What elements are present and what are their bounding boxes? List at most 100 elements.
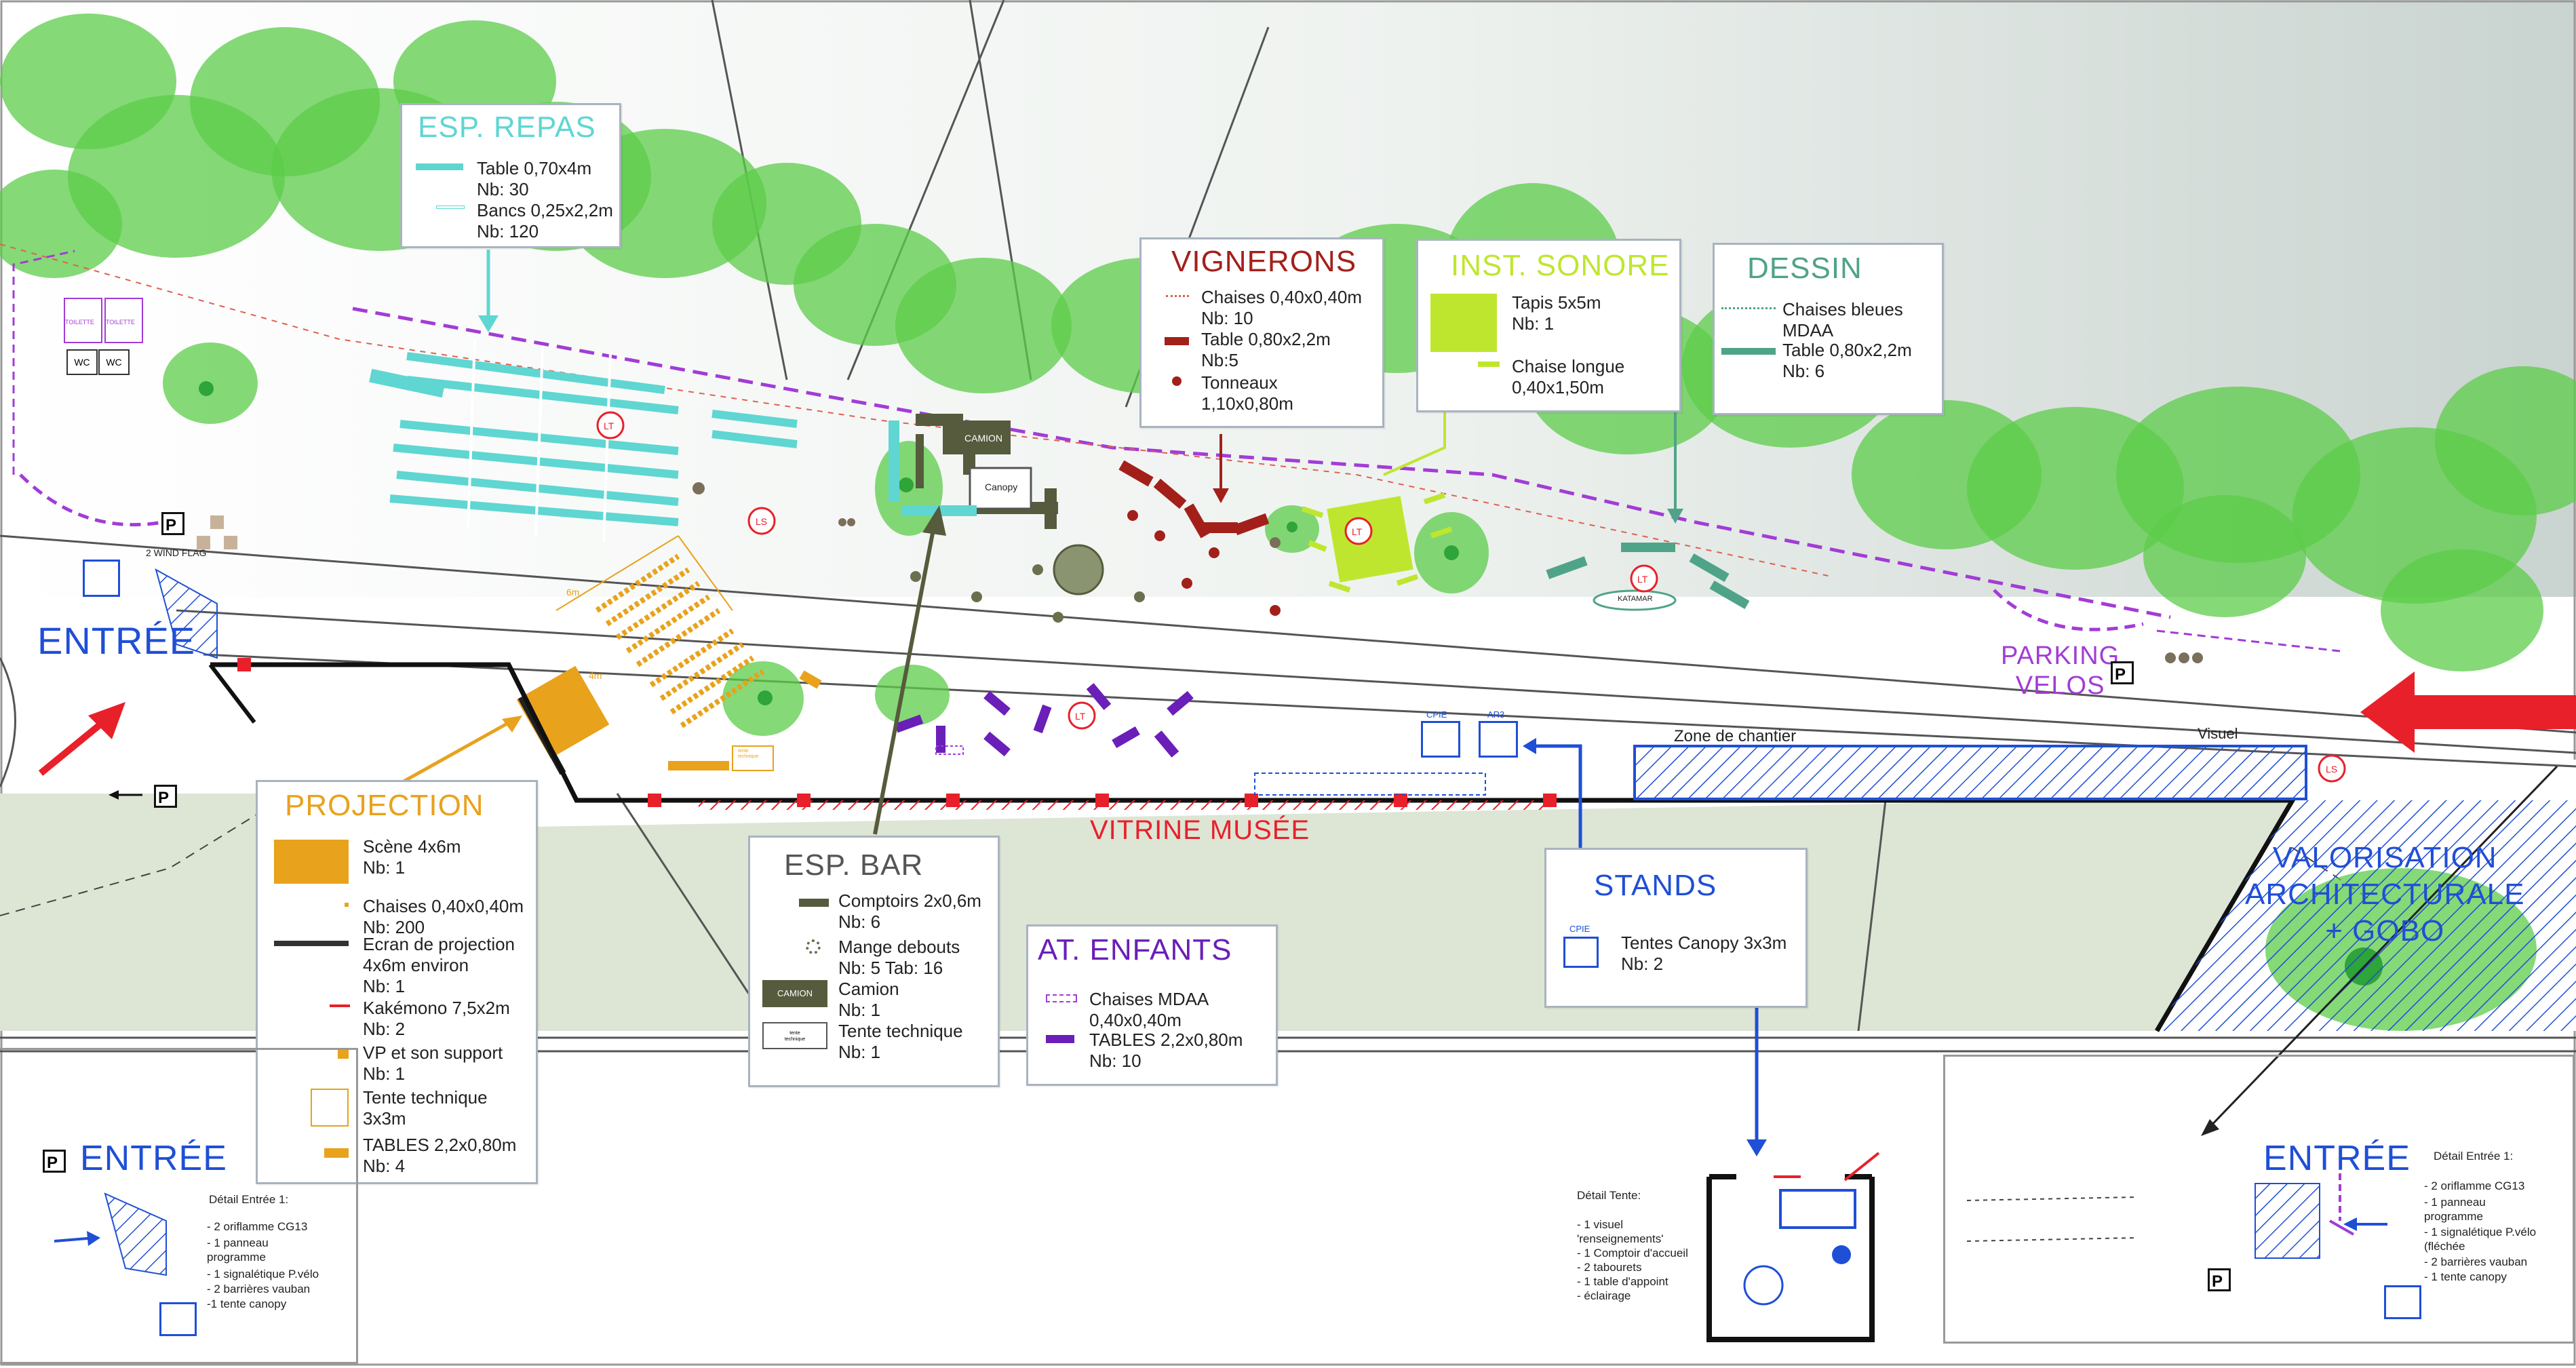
legend-stands-title: STANDS [1594, 869, 1717, 902]
detail-right-caption: Détail Entrée 1: [2434, 1150, 2514, 1162]
canopy-map-label: Canopy [985, 482, 1018, 492]
bar-tent-symbol: tente technique [762, 1022, 827, 1049]
detail-entree-right [1943, 1055, 2575, 1344]
detail-left-item: - 1 signalétique P.vélo [207, 1268, 319, 1281]
legend-sonore-title: INST. SONORE [1451, 249, 1670, 282]
legend-repas: ESP. REPAS Table 0,70x4m Nb: 30 Bancs 0,… [400, 103, 621, 248]
katamar-map-label: KATAMAR [1618, 595, 1653, 603]
legend-projection-item: Tente technique 3x3m [363, 1087, 488, 1129]
detail-right-item: - 1 tente canopy [2424, 1270, 2507, 1283]
valorisation-zone [2157, 800, 2576, 1031]
legend-sonore-item: Tapis 5x5m Nb: 1 [1512, 292, 1601, 334]
entry-canopy [83, 560, 120, 597]
ls-marker-label: LS [2326, 764, 2338, 775]
stand-ar3: AR3 [1479, 709, 1518, 758]
projection-table-symbol [324, 1148, 349, 1158]
entry-canopy [2384, 1285, 2421, 1319]
projection-screen-symbol [274, 941, 349, 946]
camion-map-label: CAMION [964, 433, 1002, 444]
legend-bar-item: Comptoirs 2x0,6m Nb: 6 [838, 891, 981, 932]
bar-canopy [969, 467, 1032, 510]
stands-pointer [1526, 744, 1582, 848]
enfants-table-symbol [1046, 1035, 1074, 1043]
p-velo-badge: P [2111, 661, 2134, 684]
projection-dim-6m [555, 535, 679, 611]
legend-dessin-title: DESSIN [1747, 252, 1862, 285]
projection-chair-symbol [345, 903, 349, 907]
detail-left-hatch [104, 1192, 167, 1276]
projection-tent-symbol [311, 1089, 349, 1127]
entry-hatch [155, 568, 218, 659]
detail-right-item: - 1 signalétique P.vélo (fléchée [2424, 1226, 2537, 1253]
lt-ls-markers [596, 411, 2346, 783]
vitrine-hatch [699, 800, 1546, 810]
vignerons-chair-symbol [1166, 295, 1189, 302]
vauban-barrier-line [352, 307, 2171, 619]
p-velo-badge: P [2208, 1268, 2231, 1291]
bar-camion-symbol: CAMION [762, 980, 827, 1007]
vigneron-tonneaux [1127, 510, 1281, 616]
projection-dim-side [678, 535, 733, 611]
lt-marker-label: LT [1075, 711, 1086, 722]
detail-right-item: - 2 oriflamme CG13 [2424, 1179, 2525, 1192]
katamar [1593, 589, 1677, 611]
legend-vignerons-item: Table 0,80x2,2m Nb:5 [1201, 329, 1331, 370]
projection-vp-symbol [338, 1048, 349, 1059]
toilette-label: TOILETTE [65, 319, 94, 326]
projection-table [799, 670, 822, 689]
sonore-chaise-symbol [1478, 361, 1500, 367]
legend-enfants-title: AT. ENFANTS [1038, 933, 1232, 966]
legend-bar-item: Mange debouts Nb: 5 Tab: 16 [838, 937, 960, 978]
legend-enfants-item: Chaises MDAA 0,40x0,40m [1089, 989, 1209, 1030]
stand-cpie-label: CPIE [1426, 709, 1447, 720]
repas-bench-dividers [467, 338, 612, 543]
museum-left-edge [208, 663, 256, 724]
legend-projection-item: Kakémono 7,5x2m Nb: 2 [363, 998, 510, 1039]
legend-dessin: DESSIN Chaises bleues MDAA Table 0,80x2,… [1713, 243, 1944, 415]
detail-tente-items: - 1 visuel 'renseignements' - 1 Comptoir… [1577, 1218, 1688, 1302]
legend-bar: ESP. BAR Comptoirs 2x0,6m Nb: 6 Mange de… [748, 836, 1000, 1087]
legend-stands: STANDS CPIE Tentes Canopy 3x3m Nb: 2 [1544, 848, 1808, 1008]
detail-right-entree-title: ENTRÉE [2263, 1139, 2411, 1178]
legend-projection-item: Chaises 0,40x0,40m Nb: 200 [363, 896, 524, 937]
legend-dessin-item: Table 0,80x2,2m Nb: 6 [1782, 340, 1912, 381]
bar-pointer [873, 515, 938, 835]
detail-right-item: - 2 barrières vauban [2424, 1255, 2528, 1268]
ls-marker-label: LS [756, 516, 768, 527]
sonore-chaises [1301, 492, 1453, 593]
projection-chairs [595, 553, 765, 728]
vitrine-musee-label: VITRINE MUSÉE [1090, 815, 1310, 845]
lt-marker-label: LT [604, 421, 614, 431]
velo-barrier-arc [1993, 589, 2144, 631]
dessin-chaise-symbol [1721, 307, 1776, 313]
legend-vignerons-item: Chaises 0,40x0,40m Nb: 10 [1201, 287, 1363, 328]
sonore-tapis [1327, 496, 1413, 583]
left-arc [0, 657, 16, 787]
entry-canopy [159, 1302, 197, 1336]
projection-stage-symbol [274, 840, 349, 884]
museum-outline [210, 662, 2297, 1032]
parking-velos-label: PARKING VELOS [2001, 642, 2120, 700]
bar-counter-symbol [799, 899, 829, 907]
stand-ar3-label: AR3 [1487, 709, 1505, 720]
detail-right-item: - 1 panneau programme [2424, 1196, 2486, 1223]
detail-right-dashes [1966, 1196, 2137, 1242]
repas-bench-symbol [436, 206, 465, 209]
legend-repas-item: Table 0,70x4m Nb: 30 [477, 158, 592, 199]
legend-repas-item: Bancs 0,25x2,2m Nb: 120 [477, 200, 613, 241]
stands-canopy-label: CPIE [1569, 924, 1591, 934]
bollards [692, 482, 2203, 663]
left-barrier-top [12, 250, 75, 475]
dessin-tables [1546, 543, 1750, 610]
toilette-label: TOILETTE [106, 319, 135, 326]
projection-kakemono-symbol [330, 1004, 350, 1007]
legend-bar-item: Camion Nb: 1 [838, 979, 899, 1020]
red-path [0, 243, 1832, 577]
p-velo-badge: P [161, 512, 184, 535]
detail-entree-left [0, 1048, 358, 1364]
legend-sonore: INST. SONORE Tapis 5x5m Nb: 1 Chaise lon… [1416, 239, 1681, 412]
bar-parasol [1053, 544, 1104, 595]
lt-marker-label: LT [1352, 526, 1363, 537]
p-velo-badge: P [154, 785, 177, 808]
